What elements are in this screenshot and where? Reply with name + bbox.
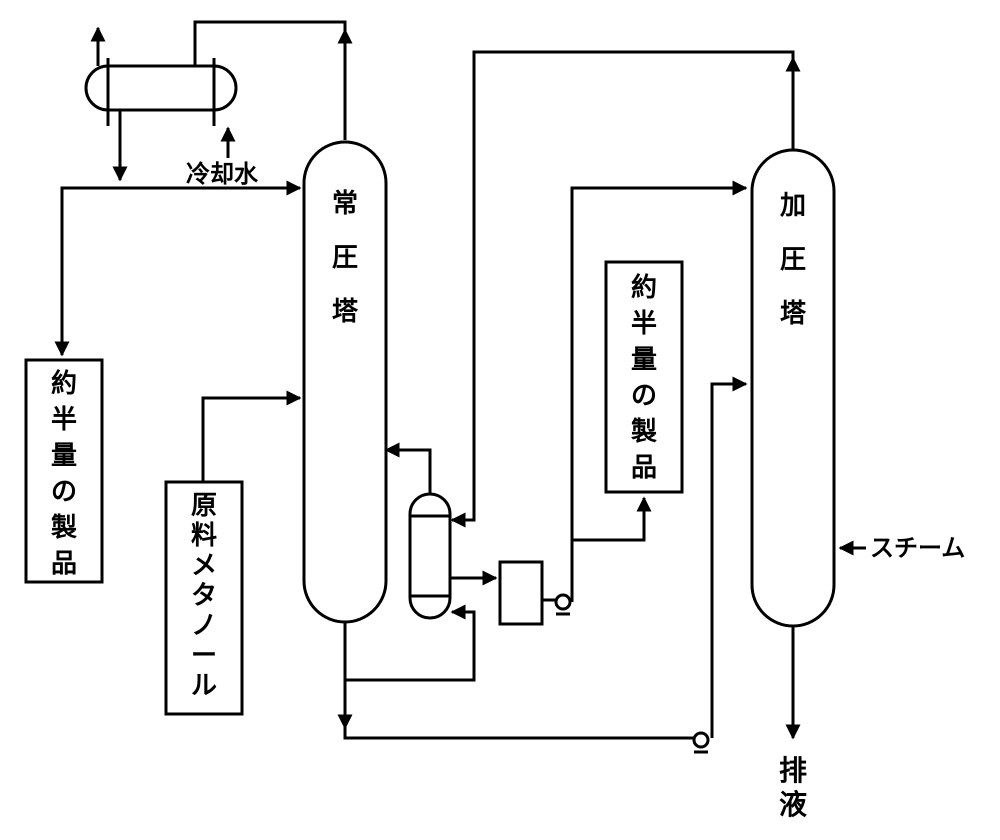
feed-line [201, 390, 302, 482]
pump-2 [692, 731, 710, 749]
bottoms-line [343, 660, 694, 740]
atmospheric-column-label: 常圧塔 [332, 189, 359, 327]
condenser [84, 26, 238, 182]
pump-1 [554, 593, 572, 611]
tank-to-pressure-column [570, 180, 748, 602]
reboiler-return [384, 442, 432, 494]
product-right-label: 約半量の製品 [631, 272, 657, 483]
product-left-label: 約半量の製品 [51, 368, 77, 579]
reflux-line [60, 180, 302, 355]
drain-label: 排液 [779, 754, 807, 821]
steam-label: スチーム [870, 534, 965, 562]
product-box-right [604, 260, 684, 494]
product-box-left [24, 358, 104, 584]
raw-methanol-box [164, 480, 244, 716]
vapor-line-condenser [193, 20, 347, 66]
pressure-column-label: 加圧塔 [780, 191, 807, 329]
product-right-arrow [572, 496, 652, 542]
pump-to-pressure-column [710, 376, 748, 738]
pressure-top-to-reboiler [450, 50, 795, 528]
reflux-tank [498, 560, 544, 626]
bottoms-to-reboiler [343, 604, 476, 682]
raw-methanol-label: 原料メタノール [191, 491, 217, 701]
pressure-column [750, 148, 836, 628]
reboiler-drum [408, 492, 452, 620]
cooling-water-label: 冷却水 [186, 160, 259, 188]
